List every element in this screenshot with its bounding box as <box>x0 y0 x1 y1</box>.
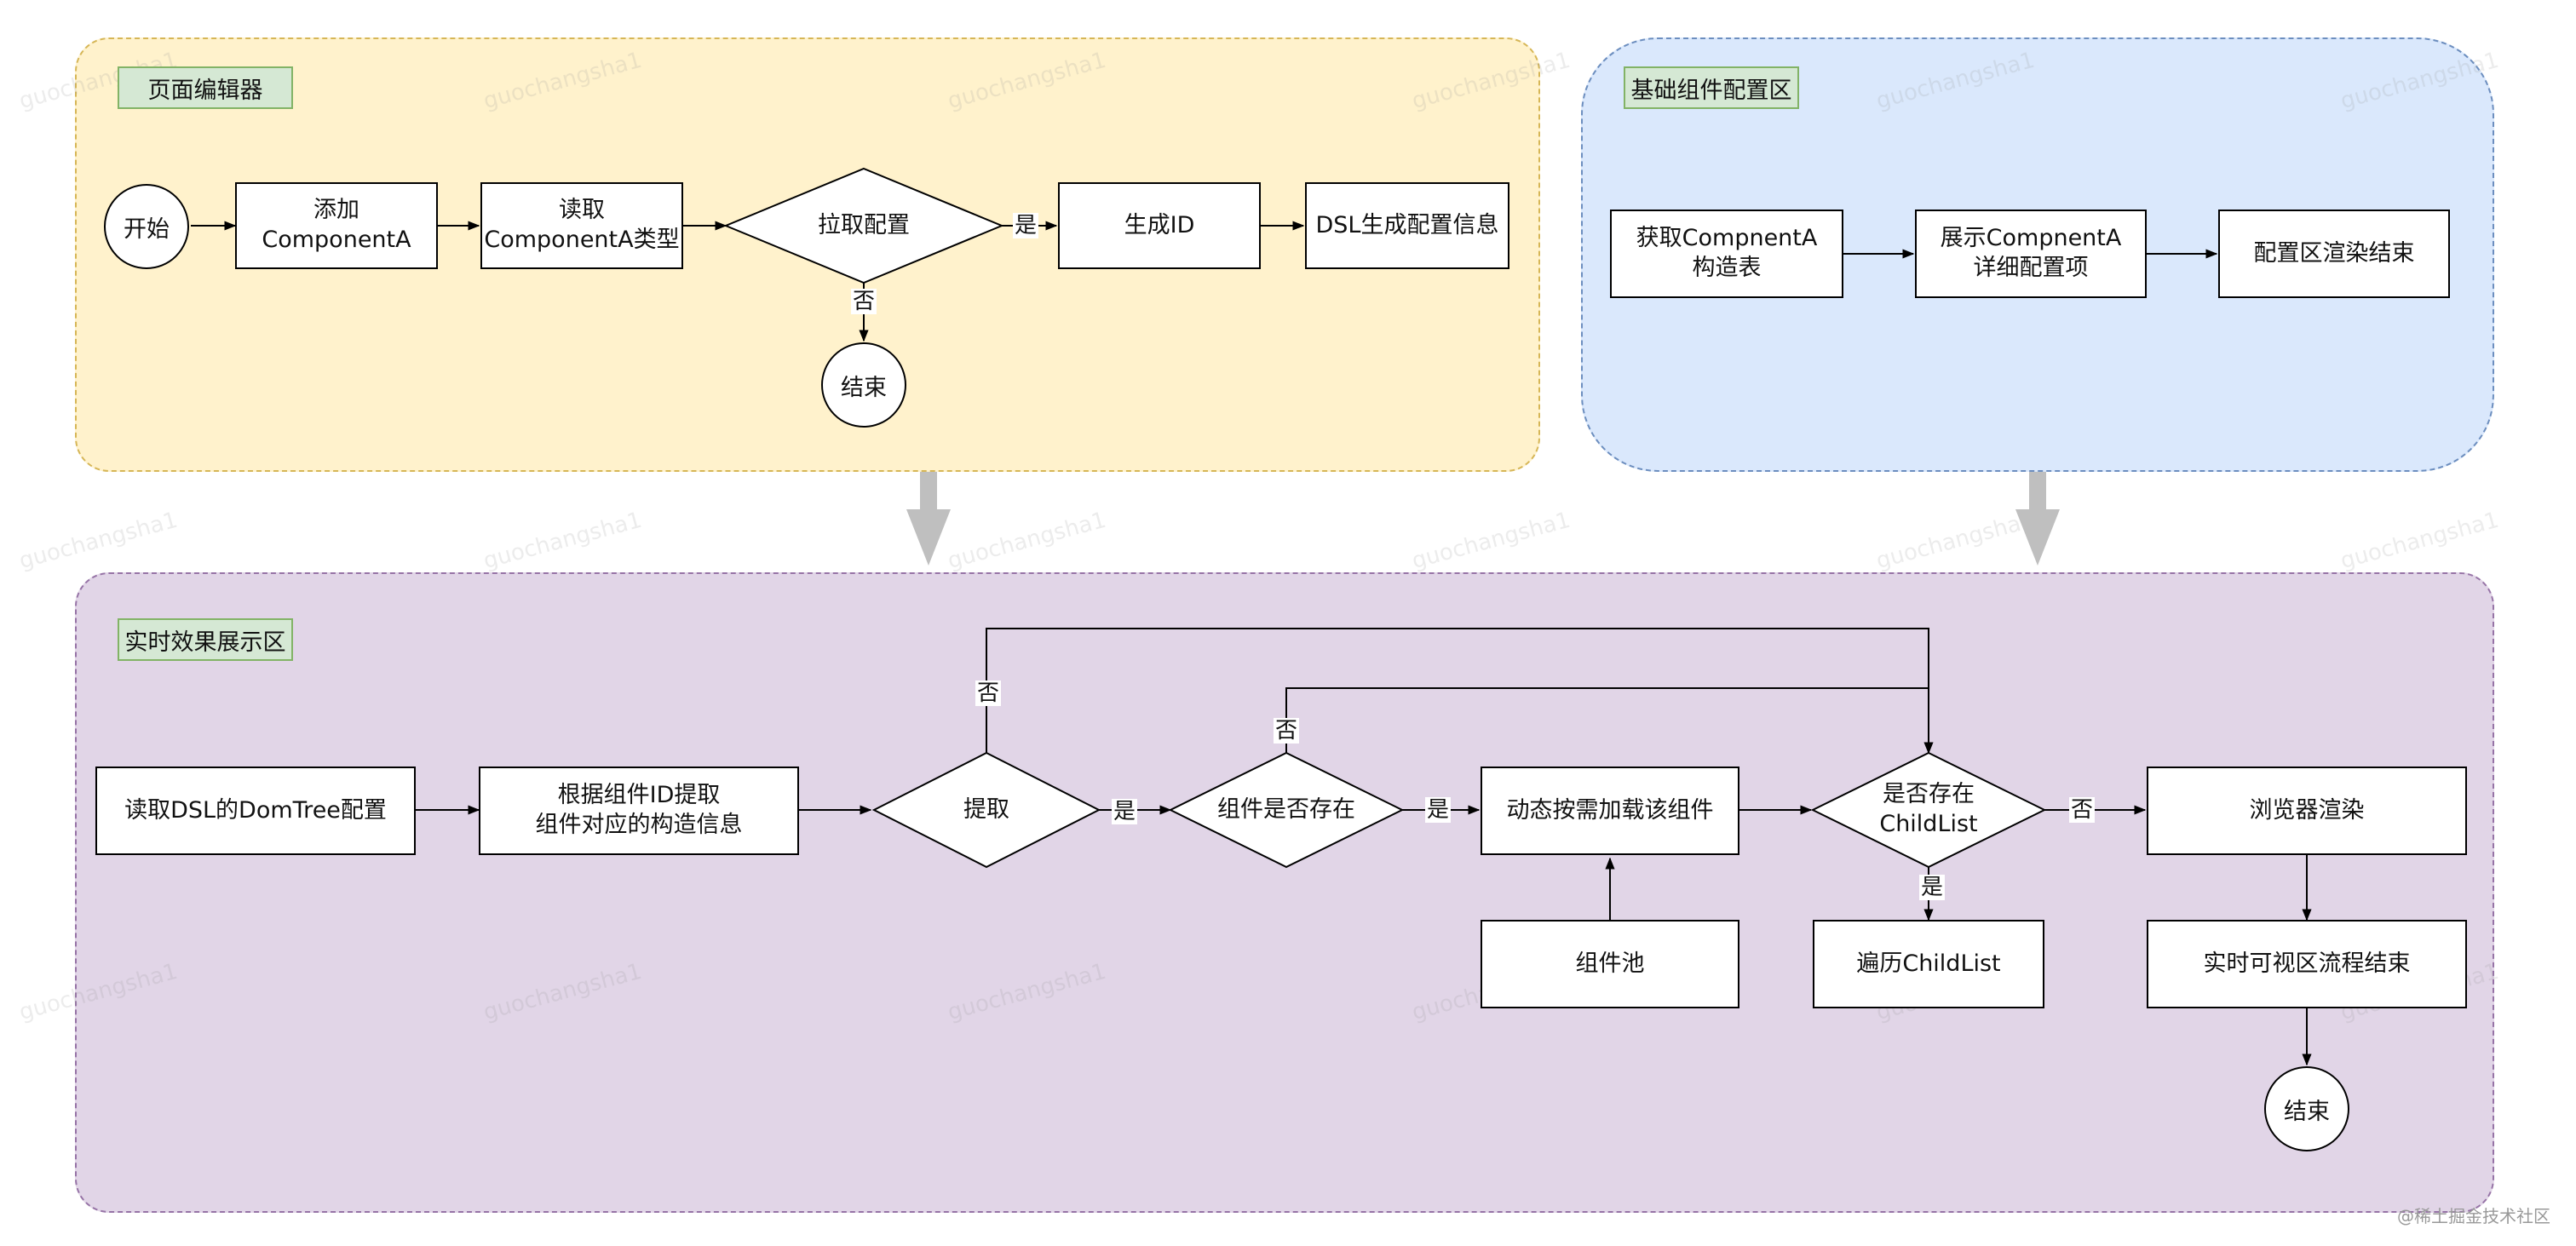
exists-no-label: 否 <box>1273 718 1300 744</box>
visible-end-node: 实时可视区流程结束 <box>2147 920 2467 1008</box>
get-table-node: 获取CompnentA 构造表 <box>1610 210 1843 298</box>
add-component-node: 添加 ComponentA <box>235 182 438 269</box>
extract-by-id-node: 根据组件ID提取 组件对应的构造信息 <box>479 767 799 855</box>
pull-config-label: 拉取配置 <box>818 211 910 238</box>
pull-config-no-label: 否 <box>850 289 877 314</box>
preview-end-node: 结束 <box>2264 1066 2349 1151</box>
read-type-node: 读取 ComponentA类型 <box>480 182 683 269</box>
edge-extract-no-loop <box>986 628 1934 755</box>
childlist-no-label: 否 <box>2068 797 2096 823</box>
childlist-diamond <box>1810 751 2047 869</box>
pull-config-yes-label: 是 <box>1012 213 1039 238</box>
component-config-title: 基础组件配置区 <box>1624 66 1799 109</box>
childlist-yes-label: 是 <box>1918 875 1946 900</box>
editor-to-preview-arrow <box>906 472 951 566</box>
config-render-end-node: 配置区渲染结束 <box>2218 210 2450 298</box>
edge-exists-no-loop <box>1285 687 1929 753</box>
browser-render-node: 浏览器渲染 <box>2147 767 2467 855</box>
extract-yes-label: 是 <box>1111 799 1138 824</box>
exists-label: 组件是否存在 <box>1217 795 1355 823</box>
gen-id-node: 生成ID <box>1058 182 1261 269</box>
live-preview-panel <box>75 572 2494 1213</box>
extract-no-label: 否 <box>975 680 1002 706</box>
pull-config-diamond <box>723 167 1004 284</box>
dynamic-load-node: 动态按需加载该组件 <box>1481 767 1739 855</box>
dsl-gen-node: DSL生成配置信息 <box>1305 182 1509 269</box>
editor-start-node: 开始 <box>104 184 189 269</box>
traverse-childlist-node: 遍历ChildList <box>1813 920 2044 1008</box>
site-credit: @稀土掘金技术社区 <box>2397 1206 2550 1226</box>
component-pool-node: 组件池 <box>1481 920 1739 1008</box>
live-preview-title: 实时效果展示区 <box>118 618 293 661</box>
exists-yes-label: 是 <box>1424 797 1452 823</box>
has-childlist-label: 是否存在 ChildList <box>1879 781 1978 837</box>
extract-diamond <box>871 751 1101 869</box>
editor-end-node: 结束 <box>821 342 906 428</box>
exists-diamond <box>1168 751 1405 869</box>
page-editor-title: 页面编辑器 <box>118 66 293 109</box>
config-to-preview-arrow <box>2015 472 2060 566</box>
extract-label: 提取 <box>963 795 1009 823</box>
read-dsl-node: 读取DSL的DomTree配置 <box>95 767 416 855</box>
show-items-node: 展示CompnentA 详细配置项 <box>1915 210 2147 298</box>
